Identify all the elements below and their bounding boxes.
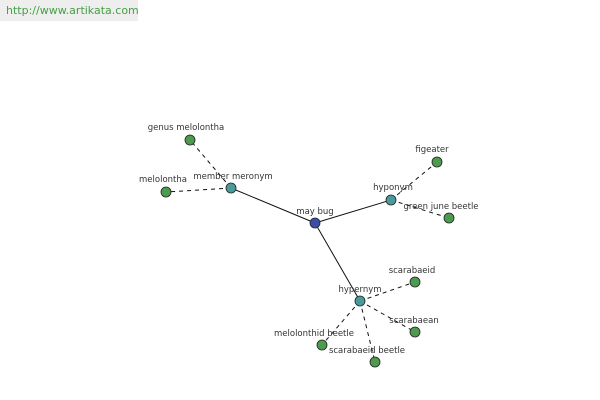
node-label-hyponym[interactable]: hyponym bbox=[373, 183, 413, 193]
term-node-scarabaean[interactable] bbox=[409, 326, 421, 338]
term-node-scarabaeid-beetle[interactable] bbox=[369, 356, 381, 368]
node-label-melolonthid-beetle[interactable]: melolonthid beetle bbox=[274, 329, 354, 339]
term-node-figeater[interactable] bbox=[431, 156, 443, 168]
relation-node-member-meronym[interactable] bbox=[225, 182, 237, 194]
term-node-green-june-beetle[interactable] bbox=[443, 212, 455, 224]
node-label-scarabaean[interactable]: scarabaean bbox=[389, 316, 438, 326]
edge-hyponym-green-june-beetle bbox=[390, 199, 450, 219]
node-label-melolontha[interactable]: melolontha bbox=[139, 175, 187, 185]
term-node-genus-melolontha[interactable] bbox=[184, 134, 196, 146]
edge-hyponym-figeater bbox=[390, 161, 438, 201]
relation-node-hyponym[interactable] bbox=[385, 194, 397, 206]
edge-may-bug-member-meronym bbox=[230, 187, 316, 224]
edge-hypernym-melolonthid-beetle bbox=[321, 300, 361, 346]
edge-member-meronym-genus-melolontha bbox=[189, 139, 232, 189]
node-label-genus-melolontha[interactable]: genus melolontha bbox=[148, 123, 224, 133]
node-label-member-meronym[interactable]: member meronym bbox=[193, 172, 272, 182]
edge-may-bug-hypernym bbox=[314, 222, 361, 302]
term-node-melolontha[interactable] bbox=[160, 186, 172, 198]
node-label-figeater[interactable]: figeater bbox=[415, 145, 449, 155]
edge-member-meronym-melolontha bbox=[165, 187, 232, 193]
edge-hypernym-scarabaean bbox=[359, 300, 416, 333]
node-label-may-bug[interactable]: may bug bbox=[296, 207, 333, 217]
relation-node-hypernym[interactable] bbox=[354, 295, 366, 307]
node-label-green-june-beetle[interactable]: green june beetle bbox=[403, 202, 478, 212]
site-url-link[interactable]: http://www.artikata.com bbox=[0, 0, 139, 21]
edge-hypernym-scarabaeid bbox=[359, 281, 416, 302]
center-node-may-bug[interactable] bbox=[309, 217, 321, 229]
term-node-scarabaeid[interactable] bbox=[409, 276, 421, 288]
edge-hypernym-scarabaeid-beetle bbox=[359, 300, 376, 363]
node-label-scarabaeid[interactable]: scarabaeid bbox=[389, 266, 436, 276]
term-node-melolonthid-beetle[interactable] bbox=[316, 339, 328, 351]
edge-may-bug-hyponym bbox=[314, 199, 392, 224]
node-label-scarabaeid-beetle[interactable]: scarabaeid beetle bbox=[329, 346, 405, 356]
node-label-hypernym[interactable]: hypernym bbox=[338, 285, 381, 295]
